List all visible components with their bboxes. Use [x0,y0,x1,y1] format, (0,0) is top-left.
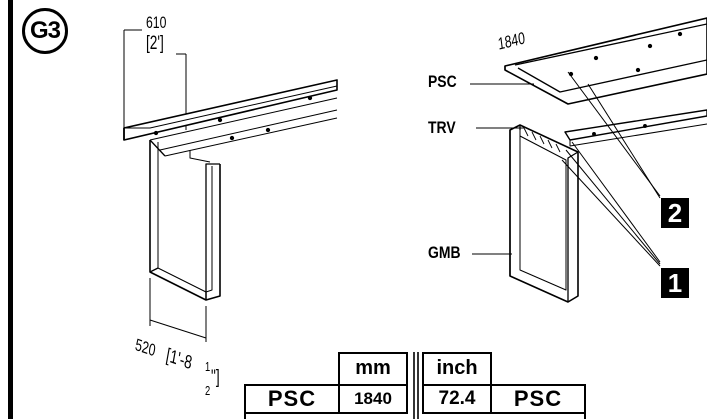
table-header-mm: mm [338,352,408,385]
step-badge: G3 [22,8,68,54]
label-trv: TRV [428,118,456,137]
table-cell-mm: 1840 [338,384,408,414]
table-cell-part-left: PSC [244,384,340,414]
table-cell-part-right: PSC [490,384,586,414]
dim-leg-depth-mm: 610 [146,13,167,32]
label-gmb: GMB [428,243,461,262]
callout-1: 1 [661,268,689,298]
table-cell-inch: 72.4 [422,384,492,414]
table-header-inch: inch [422,352,492,385]
callout-2: 2 [661,198,689,228]
dim-leg-depth-ft: [2'] [146,33,164,54]
page-side-rule [8,0,13,419]
dim-width-close: "] [211,367,220,388]
right-assembly [470,17,707,303]
label-psc: PSC [428,72,457,91]
table-divider [413,352,419,419]
dim-width-fraction-num: 1 [205,359,211,374]
dim-width-fraction-den: 2 [205,383,211,398]
table-next-row [244,412,586,419]
left-assembly [123,29,338,342]
